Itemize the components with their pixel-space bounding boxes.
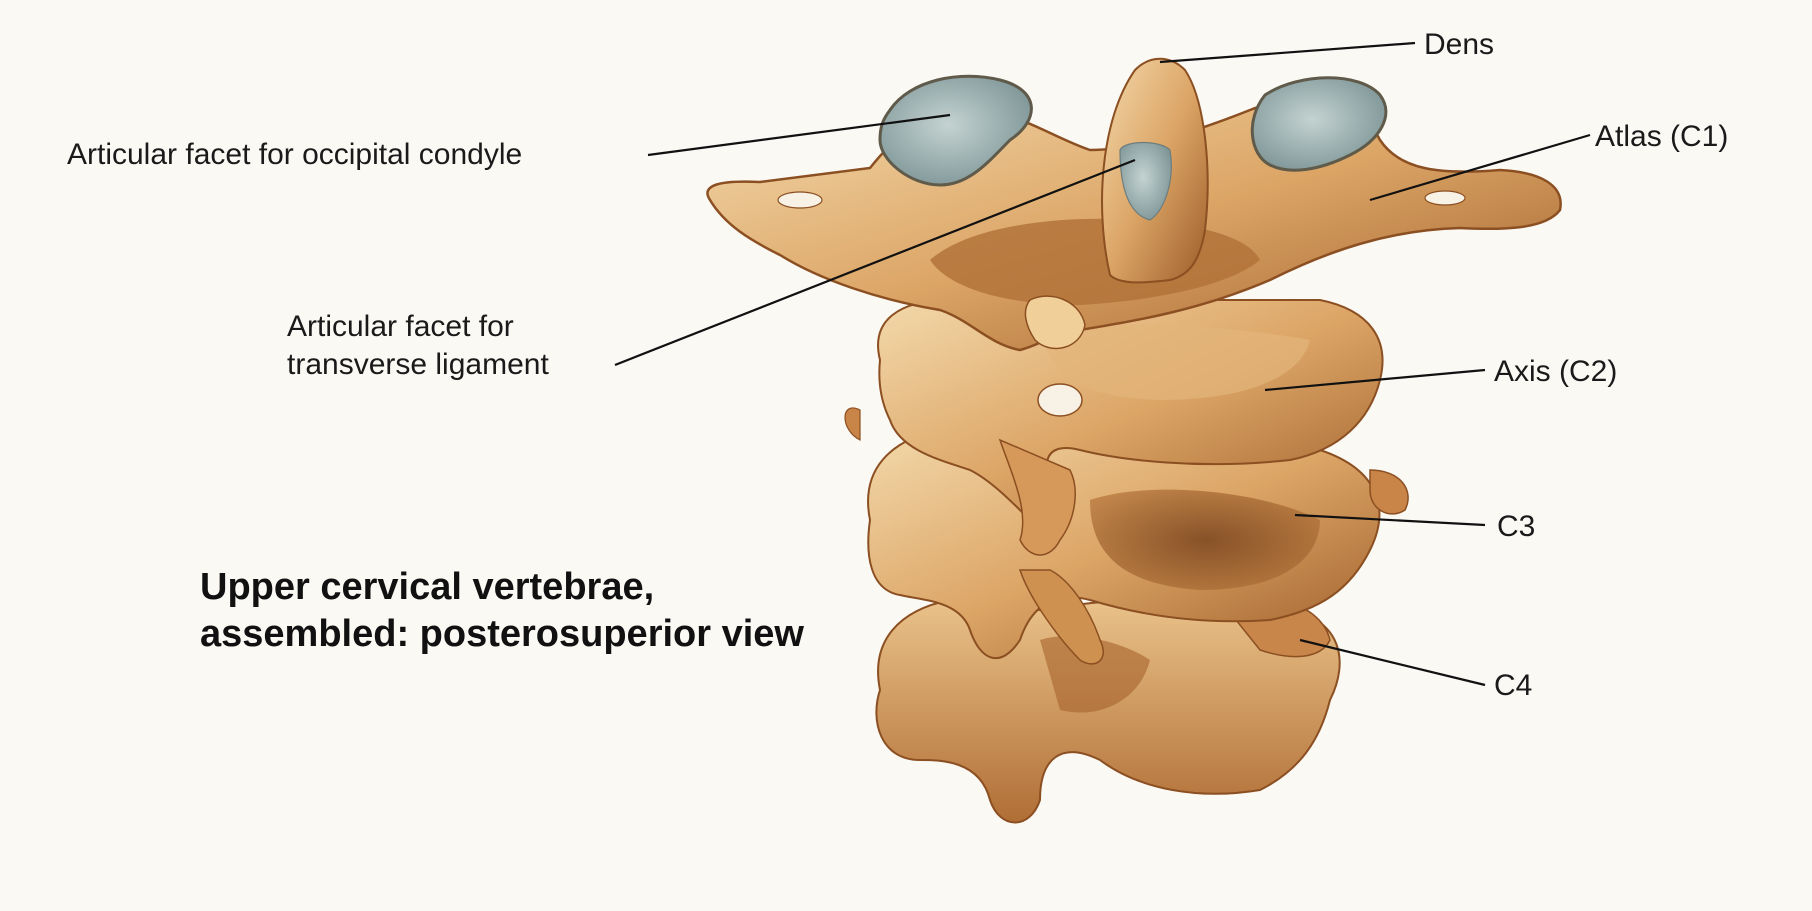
figure-title-line2: assembled: posterosuperior view: [200, 613, 804, 655]
label-axis: Axis (C2): [1494, 355, 1618, 388]
leader-c4: [1299, 638, 1486, 687]
leader-axis: [1264, 368, 1486, 392]
occipital-facets: [878, 74, 1388, 187]
leader-facet-occipital: [647, 113, 951, 157]
dens-process: [1101, 57, 1209, 284]
c4-vertebra: [875, 595, 1341, 824]
leader-facet-transverse: [614, 158, 1136, 367]
leader-dens: [1159, 41, 1416, 64]
label-facet-transverse-line2: transverse ligament: [287, 348, 549, 381]
label-c3: C3: [1497, 510, 1536, 543]
leader-lines: [614, 41, 1591, 687]
label-c4: C4: [1494, 669, 1533, 702]
leader-c3: [1294, 513, 1486, 527]
label-facet-occipital: Articular facet for occipital condyle: [67, 138, 523, 171]
figure-title-line1: Upper cervical vertebrae,: [200, 566, 655, 608]
axis-c2-vertebra: [844, 299, 1384, 665]
label-dens: Dens: [1424, 28, 1495, 61]
label-atlas: Atlas (C1): [1595, 120, 1729, 153]
leader-atlas: [1369, 133, 1591, 202]
label-facet-transverse-line1: Articular facet for: [287, 310, 514, 343]
